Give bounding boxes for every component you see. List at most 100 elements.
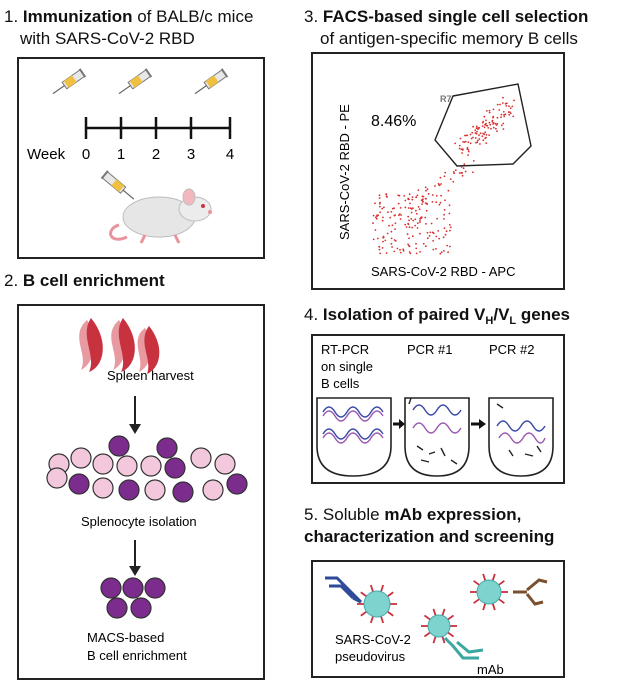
facs-dot (486, 110, 488, 112)
facs-dot (464, 140, 467, 143)
facs-dot (394, 214, 396, 217)
step2-title-bold: B cell enrichment (22, 271, 165, 290)
facs-dot (385, 252, 388, 255)
facs-dot (425, 189, 427, 192)
facs-dot (429, 231, 432, 234)
step4-title-end: genes (516, 305, 570, 324)
facs-dot (422, 242, 425, 245)
facs-dot (484, 131, 487, 134)
facs-dot (472, 171, 474, 174)
pcr-diagram: RT-PCR on single B cells PCR #1 PCR #2 (316, 342, 554, 477)
facs-dot (404, 199, 407, 202)
facs-dot (415, 242, 417, 245)
step1-title-bold: Immunization (22, 7, 133, 26)
facs-dot (405, 226, 408, 228)
facs-dot (378, 248, 381, 251)
facs-dot (397, 202, 400, 205)
facs-dot (417, 189, 420, 192)
facs-dot (419, 251, 421, 253)
facs-dot (492, 126, 495, 129)
facs-dot (390, 210, 393, 213)
facs-dot (414, 218, 417, 221)
facs-dot (509, 107, 512, 110)
facs-dot (454, 169, 457, 172)
facs-dot (498, 109, 501, 111)
facs-dot (507, 111, 510, 113)
facs-dot (458, 172, 461, 174)
facs-dot (404, 223, 407, 226)
facs-dot (435, 248, 437, 250)
facs-dot (415, 209, 417, 212)
primer-fragments (408, 397, 542, 465)
step4-title-bold: Isolation of paired V (322, 305, 486, 324)
facs-dot (391, 246, 393, 248)
facs-dot (472, 160, 475, 162)
facs-dot (438, 184, 441, 187)
facs-dot (500, 124, 503, 127)
facs-dot (390, 237, 393, 240)
facs-dot (372, 238, 375, 241)
mab-diagram: SARS-CoV-2 pseudovirus mAb (325, 573, 548, 677)
facs-dot (470, 137, 473, 140)
facs-dot (408, 244, 410, 247)
facs-dot (381, 247, 384, 249)
virus-label-1: SARS-CoV-2 (335, 632, 411, 647)
facs-dot (408, 237, 410, 240)
gate-percent: 8.46% (371, 113, 416, 130)
facs-dot (472, 125, 474, 128)
facs-dot (459, 137, 462, 140)
gate-polygon (434, 83, 532, 167)
step5-title-rest: Soluble (318, 505, 385, 524)
facs-dot (485, 136, 487, 139)
facs-dot (389, 216, 392, 219)
immunization-timeline: Week 0 1 2 3 4 (27, 68, 234, 244)
facs-dot (483, 115, 486, 118)
facs-dot (474, 132, 477, 134)
right-arrow-icon (393, 419, 405, 429)
facs-dot (496, 116, 499, 119)
facs-dot (477, 127, 480, 129)
facs-dot (460, 148, 463, 151)
facs-dot (402, 248, 405, 251)
facs-dot (448, 204, 451, 207)
facs-dot (448, 212, 451, 215)
facs-dot (425, 197, 427, 200)
spleen-icon (79, 318, 160, 374)
step2-heading: 2. B cell enrichment (4, 270, 165, 291)
facs-dot (458, 147, 461, 150)
facs-dot (469, 142, 472, 145)
facs-dot (488, 134, 490, 136)
facs-dot (443, 209, 446, 211)
facs-dot (466, 146, 469, 149)
syringe-icon (194, 68, 229, 95)
antibody-icon (325, 576, 363, 604)
facs-dot (508, 113, 511, 116)
step1-number: 1. (4, 7, 19, 26)
facs-dot (444, 233, 447, 236)
week-2: 2 (152, 146, 160, 163)
facs-dot (376, 214, 378, 217)
facs-dot (492, 108, 495, 111)
facs-dot (419, 221, 421, 224)
splenocyte-label: Splenocyte isolation (81, 514, 197, 529)
facs-dot (513, 99, 515, 102)
facs-dot (407, 207, 410, 209)
facs-dot (474, 129, 477, 132)
facs-dot (407, 243, 409, 246)
facs-dot (502, 96, 504, 99)
facs-dot (502, 122, 505, 125)
facs-dot (382, 216, 384, 219)
facs-dot (409, 252, 412, 255)
facs-dot (374, 202, 376, 205)
facs-dot (440, 194, 442, 197)
step5-heading: 5. Soluble mAb expression, (304, 504, 521, 525)
facs-dot (379, 201, 381, 204)
facs-dot (463, 163, 466, 166)
facs-dot (378, 197, 381, 200)
facs-dot (432, 248, 435, 251)
facs-dot (453, 172, 456, 175)
facs-dot (372, 214, 375, 217)
facs-dot (407, 198, 410, 201)
facs-dot (445, 230, 448, 233)
facs-dot (440, 251, 443, 254)
